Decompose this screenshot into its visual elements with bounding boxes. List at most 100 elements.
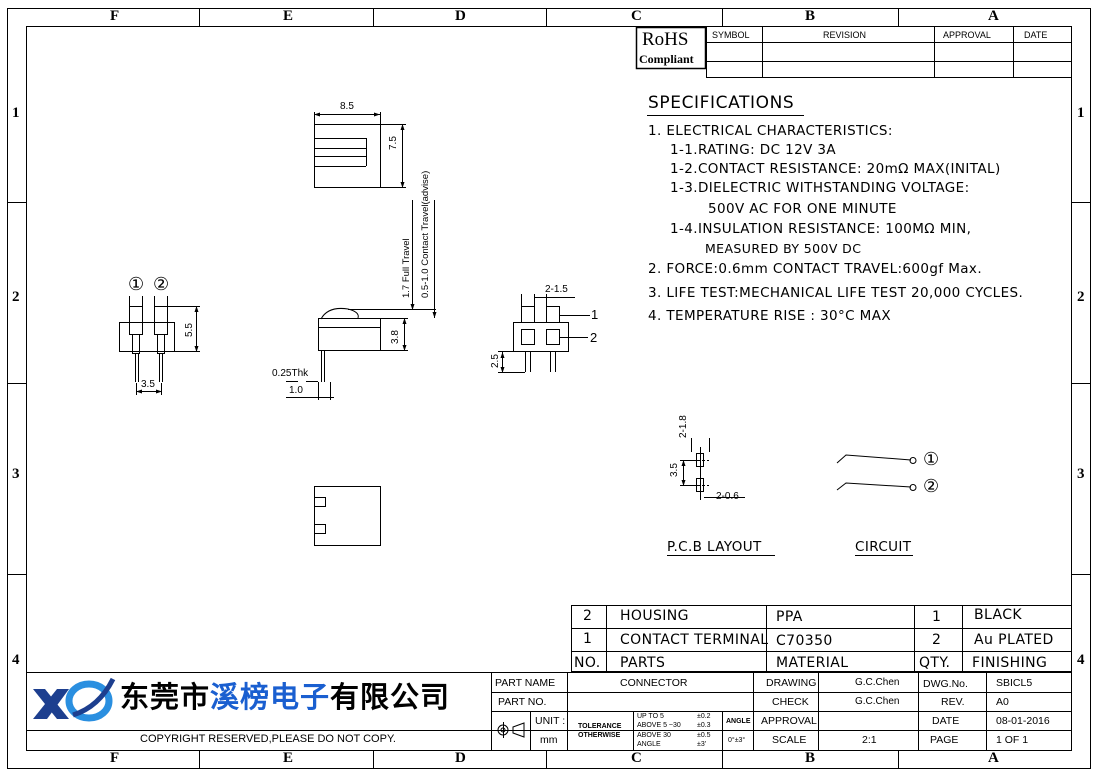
bom-header-no: NO. (574, 655, 601, 671)
dim-front-height: 5.5 (184, 323, 195, 337)
rev-date-header: DATE (1024, 30, 1048, 40)
pin1-marker: ① (128, 274, 145, 294)
dim-pcb-hole-bottom: 2-0.6 (716, 491, 739, 502)
bom-row-2-no: 1 (583, 631, 593, 647)
zone-col-d-top: D (455, 8, 466, 24)
bom-header-qty: QTY. (919, 655, 951, 671)
zone-col-b-top: B (805, 8, 816, 24)
tol-val-1: ±0.2 (697, 713, 711, 720)
zone-row-4-left: 4 (12, 652, 20, 668)
tol-val-3: ±0.5 (697, 732, 711, 739)
zone-row-3-right: 3 (1077, 466, 1085, 482)
dim-top-height: 7.5 (388, 136, 399, 150)
dim-end-pins: 2-1.5 (545, 284, 568, 295)
spec-line-2: 1-1.RATING: DC 12V 3A (670, 142, 837, 158)
spec-line-1: 1. ELECTRICAL CHARACTERISTICS: (648, 123, 893, 139)
dim-contact-travel: 0.5-1.0 Contact Travel(advise) (420, 170, 431, 298)
dim-front-pitch: 3.5 (141, 379, 155, 390)
spec-line-3: 1-2.CONTACT RESISTANCE: 20mΩ MAX(INITAL) (670, 161, 1001, 177)
pin2-marker: ② (153, 274, 170, 294)
scale-label: SCALE (772, 734, 807, 746)
callout-1: 1 (591, 307, 599, 322)
zone-row-2-right: 2 (1077, 289, 1085, 305)
circuit-label: CIRCUIT (855, 539, 912, 555)
rohs-mark: RoHS (642, 29, 689, 50)
part-name-value: CONNECTOR (620, 677, 688, 689)
drawing-by: G.C.Chen (855, 677, 900, 688)
zone-row-3-left: 3 (12, 466, 20, 482)
spec-line-5: 500V AC FOR ONE MINUTE (708, 201, 897, 217)
date-value: 08-01-2016 (996, 715, 1050, 727)
dim-end-height: 2.5 (490, 354, 501, 368)
spec-line-6: 1-4.INSULATION RESISTANCE: 100MΩ MIN, (670, 221, 972, 237)
dim-full-travel: 1.7 Full Travel (401, 238, 412, 298)
copyright-notice: COPYRIGHT RESERVED,PLEASE DO NOT COPY. (140, 733, 396, 745)
company-name-suffix: 有限公司 (330, 680, 451, 714)
zone-col-c-top: C (631, 8, 642, 24)
zone-col-f-bottom: F (110, 750, 120, 766)
tol-val-4: ±3' (697, 741, 707, 748)
dim-pin-length: 1.0 (289, 385, 303, 396)
dim-pcb-pitch: 3.5 (669, 463, 680, 477)
zone-row-1-right: 1 (1077, 105, 1085, 121)
rev-revision-header: REVISION (823, 30, 867, 40)
dwg-no-label: DWG.No. (923, 678, 968, 690)
bom-header-finishing: FINISHING (972, 655, 1048, 671)
check-by: G.C.Chen (855, 696, 900, 707)
angle-label: ANGLE (726, 718, 751, 725)
tol-range-2: ABOVE 5 ~30 (637, 722, 681, 729)
rev-label: REV. (941, 696, 965, 708)
tol-range-3: ABOVE 30 (637, 732, 671, 739)
company-name-prefix: 东莞市 (120, 680, 211, 714)
spec-line-8: 2. FORCE:0.6mm CONTACT TRAVEL:600gf Max. (648, 261, 983, 277)
dim-top-width: 8.5 (340, 101, 354, 112)
circuit-pin1: ① (923, 449, 940, 469)
circuit-pin2: ② (923, 476, 940, 496)
zone-col-d-bottom: D (455, 750, 466, 766)
rohs-compliant: Compliant (639, 52, 694, 66)
tol-range-1: UP TO 5 (637, 713, 664, 720)
tol-val-2: ±0.3 (697, 722, 711, 729)
dim-pcb-hole-top: 2-1.8 (678, 415, 689, 438)
unit-value: mm (540, 734, 558, 746)
otherwise-label: OTHERWISE (578, 732, 621, 739)
zone-row-2-left: 2 (12, 289, 20, 305)
bom-row-2-finishing: Au PLATED (974, 632, 1054, 648)
tolerance-label: TOLERANCE (578, 723, 622, 730)
spec-line-7: MEASURED BY 500V DC (705, 241, 862, 256)
part-no-label: PART NO. (498, 696, 547, 708)
zone-col-b-bottom: B (805, 750, 816, 766)
date-label: DATE (932, 715, 960, 727)
zone-col-f-top: F (110, 8, 120, 24)
dwg-no-value: SBICL5 (996, 677, 1033, 689)
company-name: 东莞市溪榜电子有限公司 (120, 683, 450, 712)
bom-row-1-material: PPA (776, 609, 803, 625)
unit-label: UNIT : (535, 715, 566, 727)
spec-line-10: 4. TEMPERATURE RISE : 30°C MAX (648, 308, 891, 324)
rev-approval-header: APPROVAL (943, 30, 991, 40)
dim-thickness: 0.25Thk (272, 368, 309, 379)
page-label: PAGE (930, 734, 959, 746)
spec-line-4: 1-3.DIELECTRIC WITHSTANDING VOLTAGE: (670, 180, 970, 196)
zone-row-1-left: 1 (12, 105, 20, 121)
tol-range-4: ANGLE (637, 741, 661, 748)
callout-2: 2 (590, 330, 598, 345)
zone-col-e-bottom: E (283, 750, 294, 766)
zone-col-e-top: E (283, 8, 294, 24)
company-name-highlight: 溪榜电子 (210, 680, 331, 714)
bom-header-parts: PARTS (620, 655, 666, 671)
pcb-layout-label: P.C.B LAYOUT (667, 539, 762, 555)
zone-col-a-top: A (988, 8, 999, 24)
bom-header-material: MATERIAL (776, 655, 849, 671)
company-logo (33, 677, 116, 722)
rev-value: A0 (996, 696, 1009, 708)
zone-row-4-right: 4 (1077, 652, 1085, 668)
angle-value: 0°±3° (728, 737, 746, 744)
bom-row-1-part: HOUSING (620, 608, 689, 624)
bom-row-1-finishing: BLACK (974, 607, 1023, 623)
check-label: CHECK (772, 696, 809, 708)
bom-row-2-qty: 2 (932, 632, 942, 648)
bom-row-2-part: CONTACT TERMINAL (620, 632, 769, 648)
